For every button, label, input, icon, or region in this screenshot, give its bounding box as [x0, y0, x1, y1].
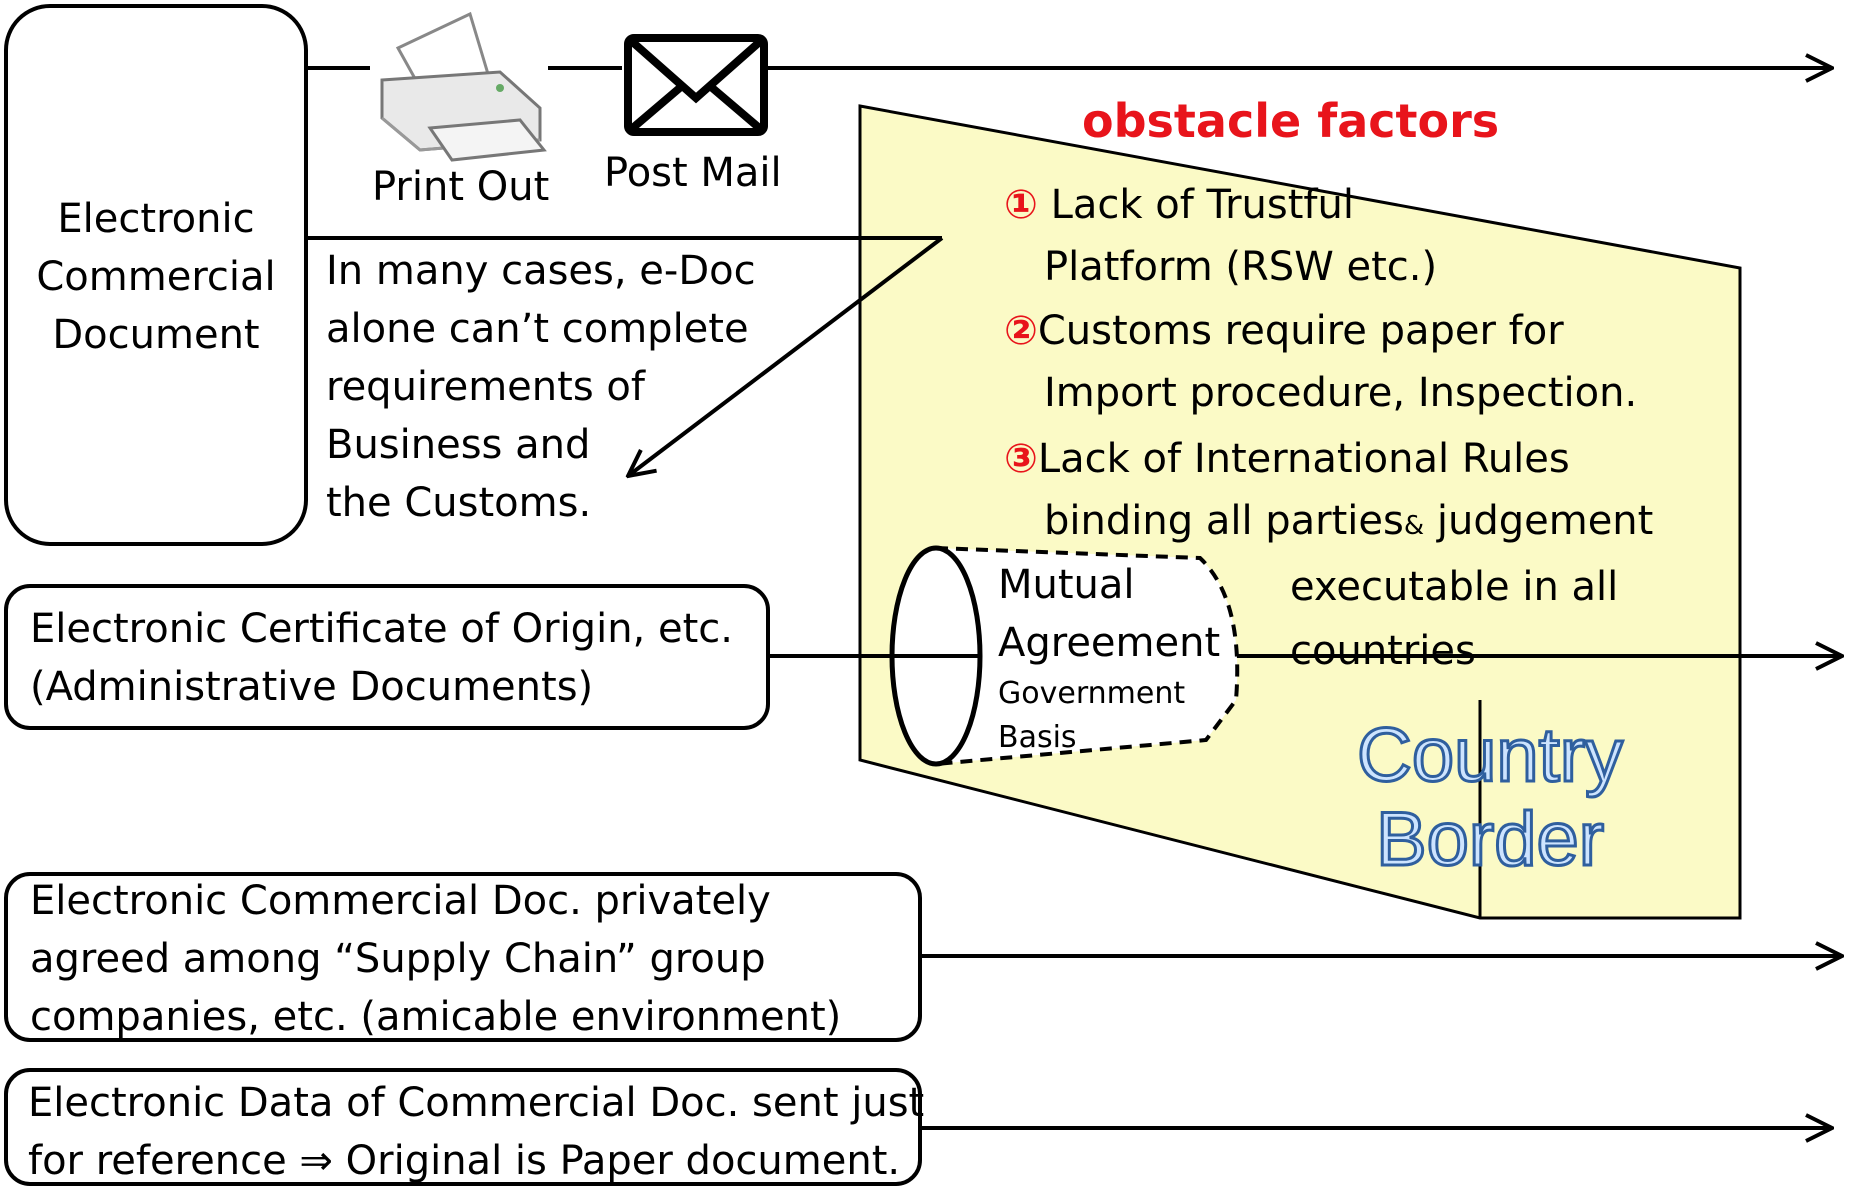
edoc-note-line-1: In many cases, e-Doc [326, 248, 756, 294]
obstacle-item-1-line-1: Lack of Trustful [1037, 182, 1354, 228]
obstacle-item-3-line-1: Lack of International Rules [1037, 436, 1570, 482]
obstacle-num-3: ③ [1004, 436, 1038, 482]
obstacle-item-2-line-1: Customs require paper for [1037, 308, 1564, 354]
obstacle-item-3-line-4: countries [1290, 628, 1476, 674]
ecd-label: Electronic Commercial Document [4, 190, 308, 364]
edoc-note-line-3: requirements of [326, 364, 645, 410]
ecd-line-1: Electronic [57, 196, 255, 242]
reference-label: Electronic Data of Commercial Doc. sent … [28, 1074, 924, 1190]
eco-label: Electronic Certificate of Origin, etc. (… [30, 600, 733, 716]
obstacle-item-3-line-3: executable in all [1290, 564, 1619, 610]
obstacle-item-3-amp: & [1403, 511, 1425, 541]
ecd-line-3: Document [52, 312, 260, 358]
obstacle-item-2-cont: Import procedure, Inspection. [1044, 370, 1638, 416]
eco-box [4, 584, 770, 730]
edoc-note-line-4: Business and [326, 422, 591, 468]
tunnel-label: Mutual Agreement Government Basis [998, 556, 1220, 760]
country-border-line-2: Border [1374, 796, 1605, 883]
printer-icon [380, 11, 547, 162]
supply-line-3: companies, etc. (amicable environment) [30, 994, 842, 1040]
obstacle-num-1: ① [1004, 182, 1038, 228]
tunnel [889, 545, 1240, 767]
edoc-return-arrow [628, 236, 944, 476]
reference-line-1: Electronic Data of Commercial Doc. sent … [28, 1080, 925, 1126]
obstacle-item-3-line-2b: judgement [1424, 498, 1654, 544]
tunnel-line-3: Government [998, 676, 1186, 711]
obstacle-num-2: ② [1004, 308, 1038, 354]
country-border-label: Country Border [1310, 712, 1670, 883]
edoc-note-line-5: the Customs. [326, 480, 592, 526]
tunnel-line-1: Mutual [998, 562, 1135, 608]
obstacle-item-1-cont: Platform (RSW etc.) [1044, 244, 1438, 290]
country-border-line-1: Country [1355, 712, 1624, 799]
supply-line-2: agreed among “Supply Chain” group [30, 936, 766, 982]
obstacle-title: obstacle factors [1082, 94, 1500, 148]
obstacle-item-3-cont: binding all parties& judgement [1044, 492, 1653, 555]
tunnel-line-2: Agreement [998, 620, 1221, 666]
obstacle-item-3-line-2: binding all parties [1044, 498, 1404, 544]
edoc-note: In many cases, e-Doc alone can’t complet… [326, 242, 756, 532]
ecd-box [4, 4, 308, 546]
envelope-icon [624, 34, 768, 136]
eco-line-1: Electronic Certificate of Origin, etc. [30, 606, 733, 652]
obstacle-item-3: ③Lack of International Rules [1004, 430, 1570, 488]
reference-line-2: for reference ⇒ Original is Paper docume… [28, 1138, 901, 1184]
edoc-note-line-2: alone can’t complete [326, 306, 749, 352]
obstacle-item-1: ① Lack of Trustful [1004, 176, 1354, 234]
tunnel-line-4: Basis [998, 720, 1077, 755]
supply-chain-box [4, 872, 922, 1042]
post-mail-label: Post Mail [604, 150, 782, 196]
eco-line-2: (Administrative Documents) [30, 664, 594, 710]
supply-chain-label: Electronic Commercial Doc. privately agr… [30, 872, 841, 1046]
print-out-label: Print Out [372, 164, 550, 210]
ecd-line-2: Commercial [36, 254, 276, 300]
obstacle-item-2: ②Customs require paper for [1004, 302, 1564, 360]
supply-line-1: Electronic Commercial Doc. privately [30, 878, 771, 924]
reference-box [4, 1068, 922, 1186]
